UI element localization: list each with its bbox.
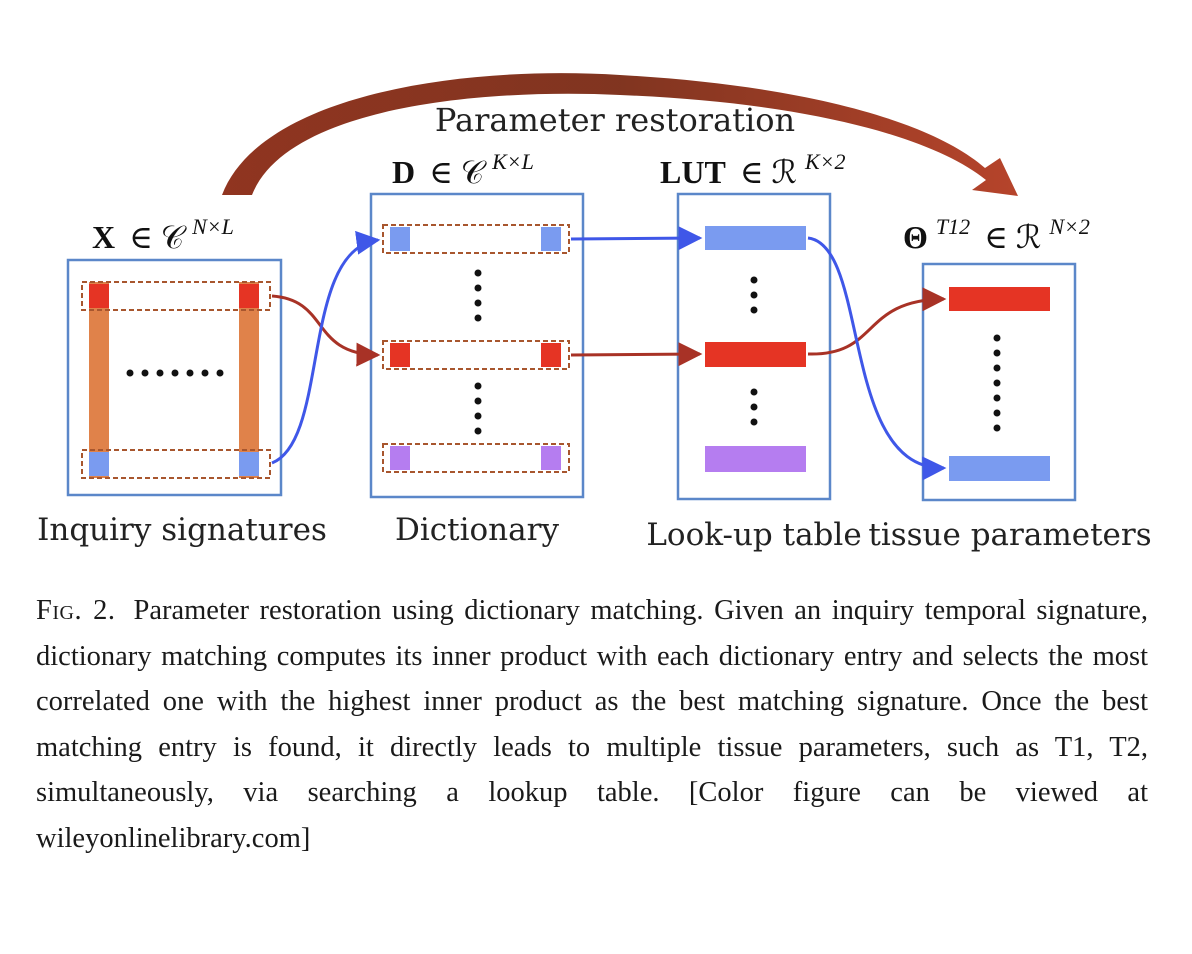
- tissue-symbol: Θ: [903, 219, 928, 255]
- lut-entry-top: [705, 226, 806, 250]
- blue-arrow-dictionary-to-lut: [570, 226, 703, 251]
- lut-ellipsis-lower: [750, 388, 758, 426]
- lut-dims: K×2: [804, 149, 846, 174]
- dictionary-entry-bottom: [382, 443, 570, 473]
- red-arrow-lut-to-tissue: [807, 287, 947, 356]
- dictionary-symbol: D: [392, 154, 415, 190]
- lut-panel: LUT ∈ ℛ K×2 Look-up table: [646, 149, 861, 553]
- inquiry-row-bottom: [81, 449, 271, 479]
- inquiry-frame: [66, 258, 283, 497]
- tissue-set: ∈ ℛ: [984, 219, 1041, 255]
- caption-label: Fig. 2.: [36, 595, 116, 626]
- tissue-panel: Θ T12 ∈ ℛ N×2 tissue parameters: [868, 205, 1151, 553]
- lut-entry-bottom: [705, 446, 806, 472]
- tissue-superscript: T12: [936, 214, 970, 239]
- lut-entry-match: [705, 342, 806, 367]
- tissue-frame: [921, 262, 1077, 502]
- dictionary-ellipsis-upper: [474, 269, 482, 322]
- dictionary-label: Dictionary: [395, 512, 559, 548]
- svg-text:LUT ∈ ℛ K×2: LUT ∈ ℛ K×2: [660, 149, 846, 190]
- dictionary-entry-top: [382, 224, 570, 254]
- lut-frame: [676, 192, 832, 501]
- tissue-ellipsis: [993, 334, 1001, 432]
- inquiry-panel: X ∈ 𝒞 N×L Inquiry signatures: [37, 214, 327, 548]
- blue-arrow-lut-to-tissue: [807, 236, 947, 481]
- dictionary-dims: K×L: [491, 149, 534, 174]
- dictionary-entry-match: [382, 340, 570, 370]
- dictionary-panel: D ∈ 𝒞 K×L Dictionary: [369, 149, 585, 548]
- blue-arrow-inquiry-to-dictionary: [271, 230, 381, 465]
- caption-text: Parameter restoration using dictionary m…: [36, 595, 1148, 854]
- lut-ellipsis-upper: [750, 276, 758, 314]
- lut-symbol: LUT: [660, 154, 726, 190]
- dictionary-set: ∈ 𝒞: [429, 154, 487, 190]
- connector-arrows: [271, 226, 947, 481]
- inquiry-dims: N×L: [191, 214, 234, 239]
- lut-label: Look-up table: [646, 517, 861, 553]
- inquiry-row-top: [81, 281, 271, 311]
- svg-text:D ∈ 𝒞 K×L: D ∈ 𝒞 K×L: [392, 149, 534, 190]
- inquiry-symbol: X: [92, 219, 115, 255]
- inquiry-label: Inquiry signatures: [37, 512, 327, 548]
- inquiry-set: ∈ 𝒞: [129, 219, 187, 255]
- inquiry-ellipsis: [126, 369, 224, 377]
- svg-text:Θ T12 ∈ ℛ N×: Θ T12 ∈ ℛ N×2: [903, 205, 1090, 255]
- svg-text:X ∈ 𝒞 N×L: X ∈ 𝒞 N×L: [92, 214, 234, 255]
- figure-caption: Fig. 2.Parameter restoration using dicti…: [36, 588, 1148, 862]
- tissue-entry-top: [949, 287, 1050, 311]
- arc-label: Parameter restoration: [435, 101, 795, 139]
- dictionary-ellipsis-lower: [474, 382, 482, 435]
- tissue-entry-bottom: [949, 456, 1050, 481]
- tissue-dims: N×2: [1048, 214, 1090, 239]
- tissue-label: tissue parameters: [868, 517, 1151, 553]
- inquiry-column-left: [89, 282, 109, 478]
- inquiry-column-right: [239, 282, 259, 478]
- restoration-arc: [222, 73, 1018, 196]
- red-arrow-dictionary-to-lut: [570, 342, 703, 367]
- dictionary-matching-diagram: Parameter restoration X ∈ 𝒞 N×L Inquiry …: [37, 73, 1152, 553]
- lut-set: ∈ ℛ: [740, 154, 797, 190]
